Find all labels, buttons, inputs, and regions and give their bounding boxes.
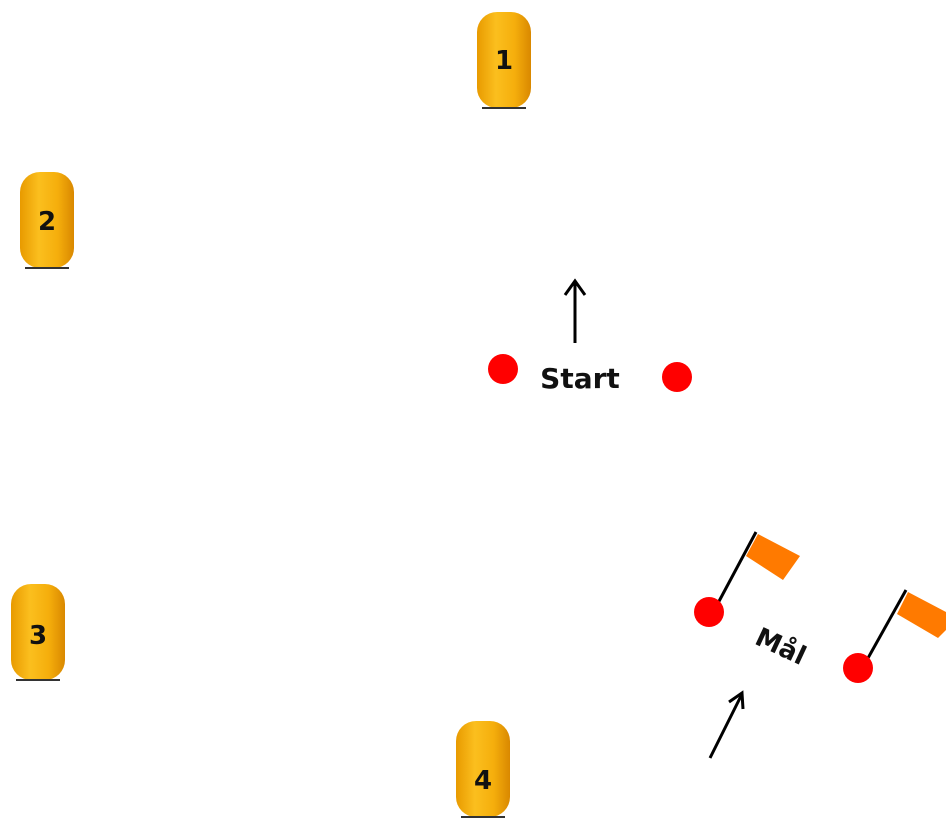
goal-direction-arrow-icon bbox=[708, 690, 745, 759]
start-mark-right bbox=[662, 362, 692, 392]
buoy-1: 1 bbox=[477, 12, 531, 109]
buoy-3: 3 bbox=[11, 584, 65, 681]
buoy-4-label: 4 bbox=[474, 766, 492, 796]
start-line: Start bbox=[488, 278, 692, 395]
buoy-3-label: 3 bbox=[29, 621, 47, 651]
start-mark-left bbox=[488, 354, 518, 384]
start-label: Start bbox=[540, 362, 620, 395]
goal-line: Mål bbox=[694, 531, 946, 759]
buoy-2-label: 2 bbox=[38, 207, 56, 237]
buoy-1-label: 1 bbox=[495, 46, 513, 76]
start-direction-arrow-icon bbox=[563, 278, 587, 343]
buoy-2: 2 bbox=[20, 172, 74, 269]
goal-mark-right bbox=[843, 653, 873, 683]
goal-mark-left bbox=[694, 597, 724, 627]
buoy-4: 4 bbox=[456, 721, 510, 818]
goal-label: Mål bbox=[750, 621, 811, 672]
